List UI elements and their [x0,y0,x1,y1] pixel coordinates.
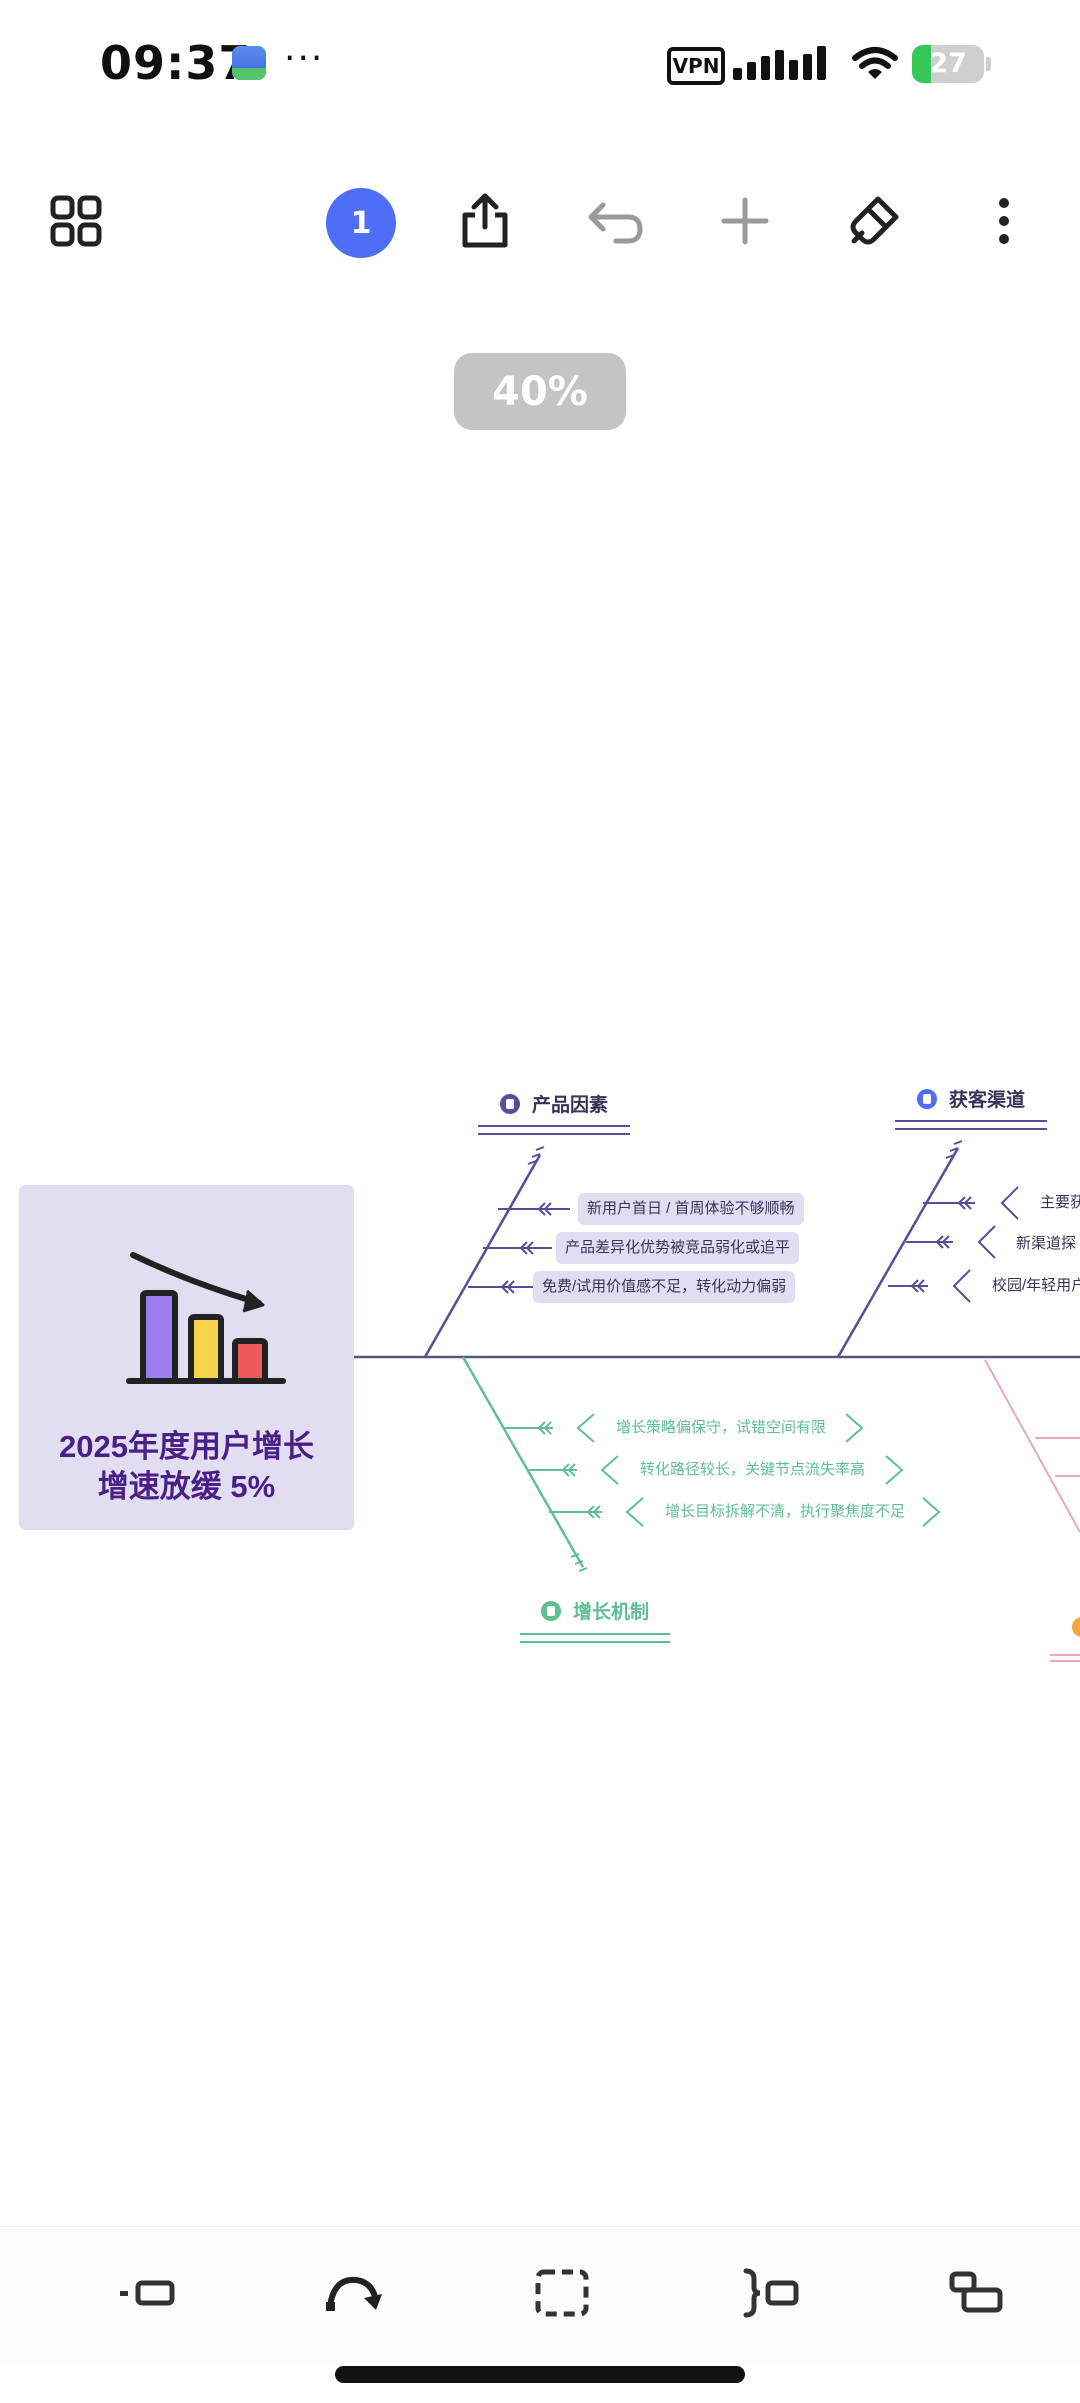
status-time: 09:37 [100,36,252,90]
category-growth-underline [520,1633,670,1643]
cellular-signal-icon [733,46,826,80]
fishbone-head[interactable]: 2025年度用户增长 增速放缓 5% [19,1185,354,1530]
battery-percent: 27 [929,48,967,79]
summary-brace-icon[interactable] [734,2257,806,2329]
battery-indicator: 27 [912,45,984,83]
bar-chart-decline-icon [126,1252,286,1384]
cause-growth-1[interactable]: 增长策略偏保守，试错空间有限 [616,1419,827,1436]
insert-child-icon[interactable] [940,2257,1012,2329]
vpn-badge: VPN [667,47,725,85]
more-vertical-icon[interactable] [968,185,1040,257]
category-product-label[interactable]: 产品因素 [500,1090,608,1117]
app-notification-icon [232,46,266,80]
insert-sibling-icon[interactable] [112,2257,184,2329]
cause-acquisition-3[interactable]: 校园/年轻用户 [992,1277,1080,1294]
battery-nub [986,57,991,71]
cause-product-2[interactable]: 产品差异化优势被竞品弱化或追平 [556,1232,800,1264]
format-brush-icon[interactable] [838,185,910,257]
category-product-underline [478,1125,630,1135]
page-count-badge[interactable]: 1 [326,188,396,258]
home-indicator[interactable] [335,2366,745,2383]
cause-product-1[interactable]: 新用户首日 / 首周体验不够顺畅 [578,1193,804,1225]
grid-icon[interactable] [40,185,112,257]
category-growth-label[interactable]: 增长机制 [541,1597,649,1624]
fishbone-head-title: 2025年度用户增长 增速放缓 5% [19,1427,354,1507]
cause-acquisition-2[interactable]: 新渠道探 [1016,1235,1077,1252]
status-more-indicator: ··· [284,38,325,79]
bottom-toolbar [0,2226,1080,2362]
redo-arrow-icon[interactable] [318,2257,390,2329]
cause-acquisition-1[interactable]: 主要获 [1040,1194,1080,1211]
battery-level-fill [912,45,932,83]
cause-growth-3[interactable]: 增长目标拆解不清，执行聚焦度不足 [665,1503,906,1520]
cause-growth-2[interactable]: 转化路径较长，关键节点流失率高 [640,1461,866,1478]
wifi-icon [852,47,898,79]
user-icon [541,1601,561,1621]
category-product-text: 产品因素 [532,1095,609,1116]
add-icon[interactable] [709,185,781,257]
category-acquisition-underline [895,1120,1047,1130]
head-title-line2: 增速放缓 5% [97,1469,276,1504]
flag-icon [917,1089,937,1109]
cause-product-3[interactable]: 免费/试用价值感不足，转化动力偏弱 [533,1271,796,1303]
category-growth-text: 增长机制 [573,1602,650,1623]
undo-icon[interactable] [579,185,651,257]
zoom-level-indicator: 40% [454,353,626,430]
select-box-icon[interactable] [526,2257,598,2329]
share-icon[interactable] [449,185,521,257]
category-acquisition-label[interactable]: 获客渠道 [917,1085,1025,1112]
music-note-icon [500,1094,520,1114]
head-title-line1: 2025年度用户增长 [59,1429,314,1464]
category-acquisition-text: 获客渠道 [949,1090,1026,1111]
